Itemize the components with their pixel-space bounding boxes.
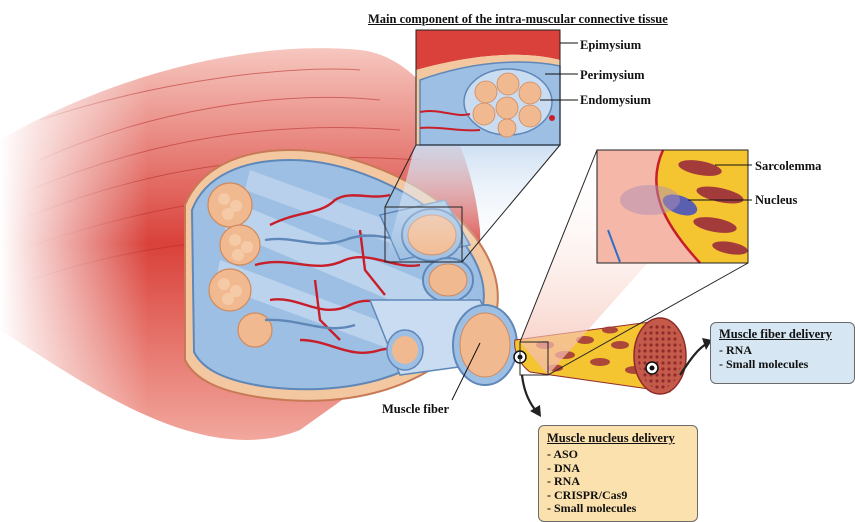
label-perimysium: Perimysium [580, 68, 645, 83]
fiber-delivery-item: - RNA [719, 344, 854, 358]
label-endomysium: Endomysium [580, 93, 651, 108]
nucleus-delivery-title: Muscle nucleus delivery [547, 431, 697, 446]
nucleus-delivery-item: - Small molecules [547, 502, 697, 516]
label-epimysium: Epimysium [580, 38, 641, 53]
muscle-nucleus-delivery-box: Muscle nucleus delivery - ASO - DNA - RN… [538, 425, 698, 522]
fiber-delivery-item: - Small molecules [719, 358, 854, 372]
label-muscle-fiber: Muscle fiber [382, 402, 449, 417]
label-sarcolemma: Sarcolemma [755, 159, 821, 174]
nucleus-delivery-item: - DNA [547, 462, 697, 476]
nucleus-delivery-item: - CRISPR/Cas9 [547, 489, 697, 503]
label-nucleus: Nucleus [755, 193, 797, 208]
sarcolemma-inset [597, 150, 752, 263]
diagram-title: Main component of the intra-muscular con… [368, 12, 668, 27]
arrow-to-nucleus-box [522, 375, 537, 412]
nucleus-delivery-item: - RNA [547, 475, 697, 489]
connective-tissue-inset [416, 30, 578, 145]
muscle-fiber-delivery-box: Muscle fiber delivery - RNA - Small mole… [710, 322, 855, 384]
fiber-delivery-title: Muscle fiber delivery [719, 327, 854, 342]
nucleus-delivery-item: - ASO [547, 448, 697, 462]
